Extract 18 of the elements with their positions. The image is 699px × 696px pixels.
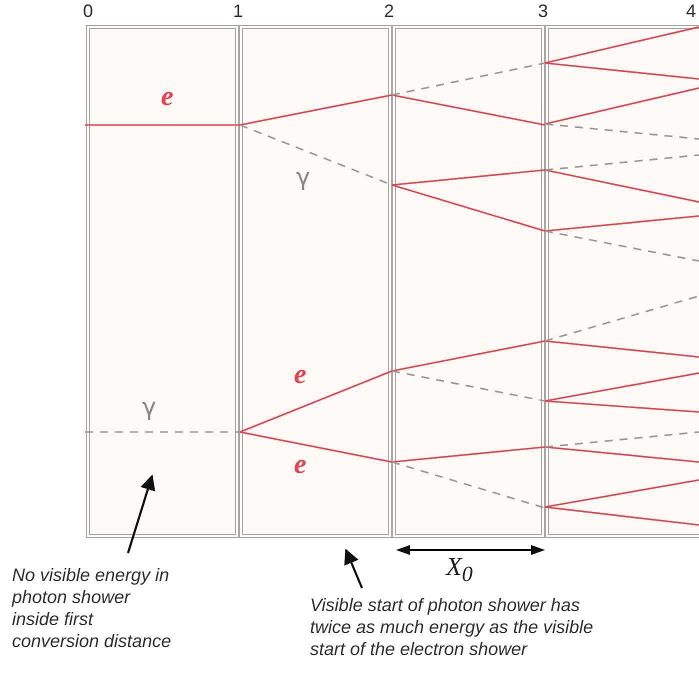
- absorber-layer: [545, 25, 699, 538]
- particle-label: e: [161, 82, 174, 113]
- absorber-layer: [86, 25, 239, 538]
- axis-tick-label: 0: [83, 2, 94, 22]
- particle-label: e: [294, 450, 306, 481]
- annotation-text: No visible energy in photon shower inside first conversion distance: [12, 564, 182, 652]
- axis-tick-label: 2: [384, 2, 394, 22]
- particle-label: γ: [296, 164, 310, 190]
- absorber-layer: [392, 25, 545, 538]
- axis-tick-label: 4: [686, 2, 696, 22]
- axis-tick-label: 1: [233, 2, 244, 22]
- axis-tick-label: 3: [538, 2, 548, 22]
- particle-label: e: [294, 360, 306, 391]
- absorber-layer: [239, 25, 392, 538]
- annotation-text: Visible start of photon shower has twice as much energy as the visible start of the electron shower: [310, 594, 600, 660]
- dimension-label: X$_{0}$: [446, 553, 473, 588]
- leader-arrow: [344, 548, 364, 588]
- particle-label: γ: [142, 394, 156, 420]
